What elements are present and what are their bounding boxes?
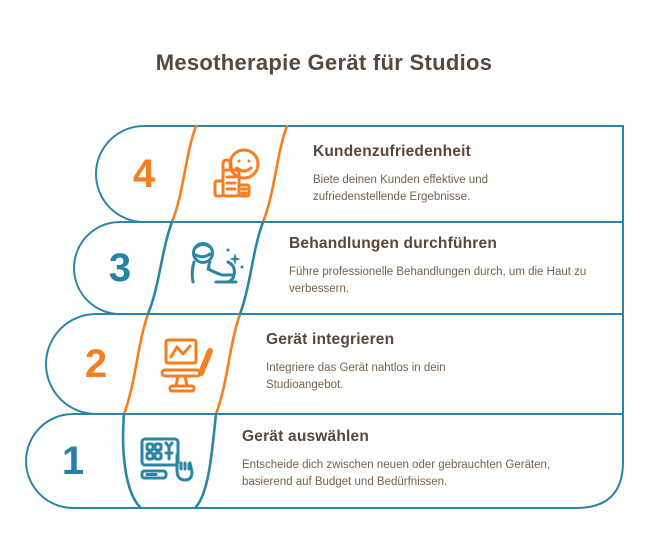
step-2-number: 2 <box>84 342 108 386</box>
step-2-text: Gerät integrieren Integriere das Gerät n… <box>266 331 596 393</box>
step-1-number: 1 <box>61 439 85 483</box>
step-4-text: Kundenzufriedenheit Biete deinen Kunden … <box>313 143 613 205</box>
step-1-description: Entscheide dich zwischen neuen oder gebr… <box>242 459 551 488</box>
step-2-title: Gerät integrieren <box>266 331 395 348</box>
step-4-description: Biete deinen Kunden effektive und zufrie… <box>313 174 488 203</box>
step-1-text: Gerät auswählen Entscheide dich zwischen… <box>242 428 602 490</box>
device-select-hand-icon <box>140 437 194 482</box>
step-4-number: 4 <box>132 152 156 196</box>
step-1-title: Gerät auswählen <box>242 428 370 445</box>
treatment-chair-monitor-icon <box>160 338 213 393</box>
step-3-number: 3 <box>108 246 132 290</box>
step-3-text: Behandlungen durchführen Führe professio… <box>289 235 609 297</box>
step-4-title: Kundenzufriedenheit <box>313 143 471 160</box>
facial-treatment-icon <box>190 242 244 284</box>
page-title: Mesotherapie Gerät für Studios <box>155 50 493 75</box>
step-3-title: Behandlungen durchführen <box>289 235 498 252</box>
step-3-description: Führe professionelle Behandlungen durch,… <box>289 266 587 295</box>
thumbs-up-smiley-icon <box>213 148 260 198</box>
step-2-description: Integriere das Gerät nahtlos in dein Stu… <box>266 362 446 391</box>
